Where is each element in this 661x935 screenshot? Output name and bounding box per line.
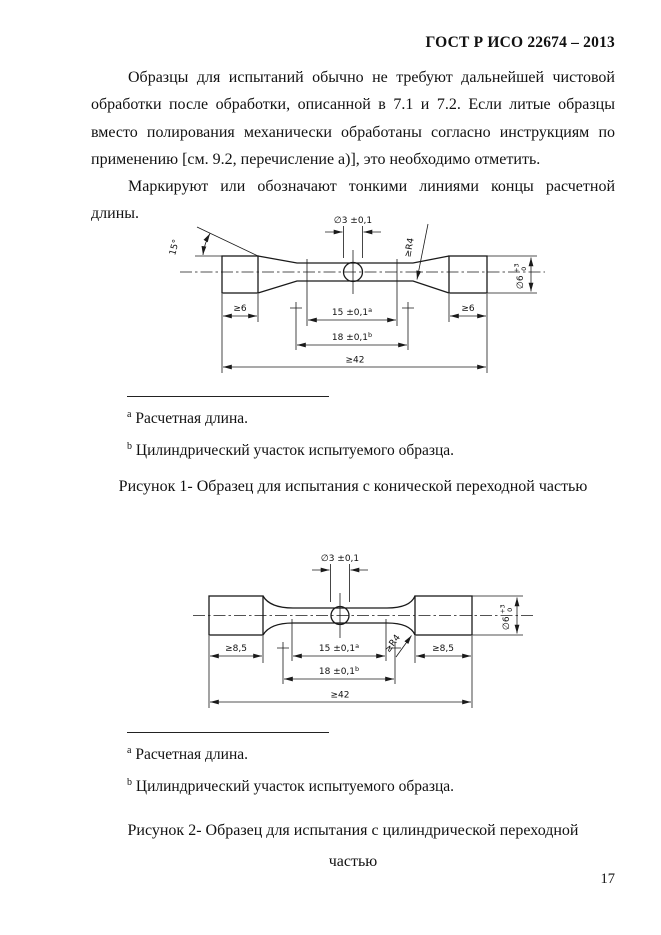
dim-radius: ≥R4 [403, 237, 416, 258]
dim-diameter-center: ∅3 ±0,1 [334, 216, 372, 226]
dim-grip-right: ≥6 [461, 304, 475, 314]
dim-diameter-end: ∅6+30 [513, 263, 529, 289]
figure2-caption-line2: частью [328, 853, 378, 870]
footnote-b-marker: b [127, 776, 132, 788]
dim-total-length: ≥42 [331, 691, 350, 701]
dim-angle: 15° [168, 238, 182, 256]
figure2-footnotes: a Расчетная длина. b Цилиндрический учас… [127, 732, 607, 800]
footnote-separator [127, 396, 329, 397]
dimension-lines [195, 223, 537, 373]
dimension-labels: ∅3 ±0,1 15° ≥R4 ∅6+30 ≥6 ≥6 15 ±0,1a 18 … [168, 216, 528, 366]
dimension-lines [208, 564, 523, 708]
figure1-footnotes: a Расчетная длина. b Цилиндрический учас… [127, 396, 607, 464]
dim-cylindrical-length: 18 ±0,1b [332, 331, 372, 343]
dim-total-length: ≥42 [346, 356, 365, 366]
footnote-a-text: Расчетная длина. [135, 410, 248, 428]
figure1-caption: Рисунок 1- Образец для испытания с конич… [118, 478, 588, 495]
footnote-b-text: Цилиндрический участок испытуемого образ… [135, 441, 455, 459]
dim-grip-left: ≥8,5 [225, 644, 247, 654]
footnote-separator [127, 732, 329, 733]
dim-grip-right: ≥8,5 [432, 644, 454, 654]
footnote-a-marker: a [127, 409, 132, 420]
paragraph-marking: Маркируют или обозначают тонкими линиями… [91, 178, 615, 223]
document-number: ГОСТ Р ИСО 22674 – 2013 [425, 34, 615, 51]
body-paragraphs: Образцы для испытаний обычно не требуют … [91, 64, 615, 228]
specimen-outline [221, 255, 488, 294]
footnote-a: a Расчетная длина. [127, 737, 607, 769]
dim-grip-left: ≥6 [233, 304, 247, 314]
dim-diameter-center: ∅3 ±0,1 [321, 554, 359, 564]
footnote-b-text: Цилиндрический участок испытуемого образ… [135, 777, 455, 795]
paragraph-finishing: Образцы для испытаний обычно не требуют … [91, 69, 615, 168]
footnote-b-marker: b [127, 440, 132, 452]
dimension-labels: ∅3 ±0,1 ≥R4 ∅6+30 ≥8,5 ≥8,5 15 ±0,1a 18 … [225, 554, 514, 701]
figure1-drawing: ∅3 ±0,1 15° ≥R4 ∅6+30 ≥6 ≥6 15 ±0,1a 18 … [168, 216, 545, 373]
footnote-b: b Цилиндрический участок испытуемого обр… [127, 769, 607, 801]
figure2-caption: Рисунок 2- Образец для испытания с цилин… [91, 815, 615, 877]
footnote-b: b Цилиндрический участок испытуемого обр… [127, 433, 607, 465]
figure2-caption-line1: Рисунок 2- Образец для испытания с цилин… [127, 822, 579, 839]
footnote-a-text: Расчетная длина. [135, 746, 248, 764]
footnote-a: a Расчетная длина. [127, 401, 607, 433]
figure2-drawing: ∅3 ±0,1 ≥R4 ∅6+30 ≥8,5 ≥8,5 15 ±0,1a 18 … [193, 554, 533, 708]
page-number: 17 [600, 871, 616, 887]
dim-cylindrical-length: 18 ±0,1b [319, 665, 359, 677]
dim-diameter-end: ∅6+30 [499, 604, 515, 630]
dim-gauge-length: 15 ±0,1a [332, 306, 372, 318]
dim-gauge-length: 15 ±0,1a [319, 642, 359, 654]
footnote-a-marker: a [127, 745, 132, 756]
